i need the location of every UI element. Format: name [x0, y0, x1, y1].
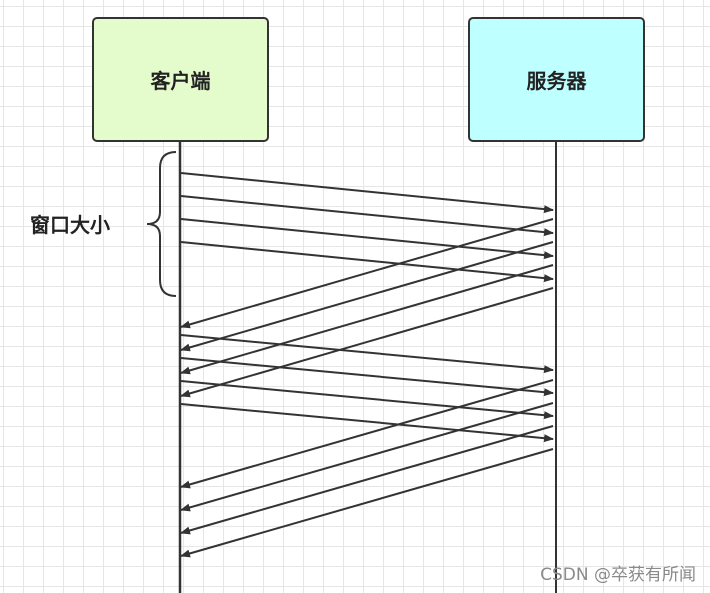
window-size-brace [146, 151, 177, 297]
server-to-client-arrow [180, 218, 554, 329]
client-to-server-arrow [180, 172, 554, 214]
server-to-client-arrow [180, 425, 554, 535]
server-to-client-arrow [180, 287, 554, 398]
watermark: CSDN @卒获有所闻 [540, 565, 696, 585]
server-to-client-arrow [180, 264, 554, 375]
message-arrows [180, 172, 554, 558]
server-to-client-arrow [180, 402, 554, 512]
client-box: 客户端 [92, 17, 269, 142]
client-to-server-arrow [180, 218, 554, 260]
client-to-server-arrow [180, 334, 554, 374]
server-label: 服务器 [526, 69, 587, 93]
server-box: 服务器 [468, 17, 645, 142]
client-to-server-arrow [180, 357, 554, 397]
client-label: 客户端 [150, 69, 211, 93]
window-size-label: 窗口大小 [30, 213, 110, 237]
client-to-server-arrow [180, 195, 554, 237]
server-to-client-arrow [180, 448, 554, 558]
client-to-server-arrow [180, 241, 554, 283]
server-to-client-arrow [180, 241, 554, 352]
server-to-client-arrow [180, 379, 554, 489]
client-to-server-arrow [180, 403, 554, 443]
client-to-server-arrow [180, 380, 554, 420]
